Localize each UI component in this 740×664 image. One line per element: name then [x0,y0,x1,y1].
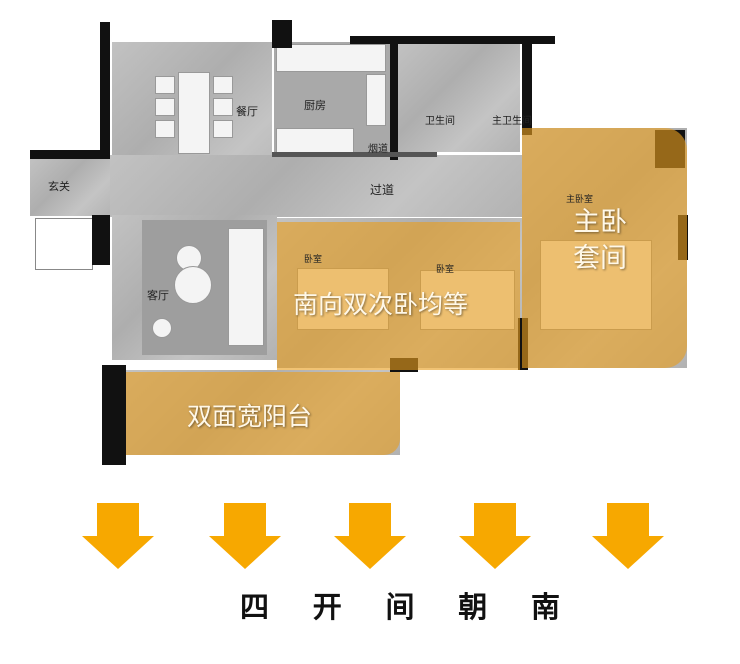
caption: 四 开 间 朝 南 [240,584,560,626]
balcony-highlight [126,372,400,455]
entrance-cabinet [35,218,93,270]
wall [102,365,126,465]
dining-chair [155,120,175,138]
kitchen-counter [276,128,354,154]
room-label-living-room: 客厅 [147,289,169,302]
sofa [228,228,264,346]
wall [272,152,437,157]
caption-char: 南 [530,590,560,624]
caption-char: 四 [240,590,270,624]
room-label-flue: 烟道 [368,144,388,155]
wall [100,22,110,157]
kitchen-counter [276,44,386,72]
room-label-master-bedroom: 主卧室 [566,195,594,205]
master-suite-highlight [522,128,687,368]
wall [92,215,110,265]
dining-chair [213,120,233,138]
dining-chair [213,76,233,94]
dining-chair [213,98,233,116]
secondary-bedrooms-highlight [277,222,520,370]
arrow-down-icon [82,503,154,569]
dining-chair [155,98,175,116]
arrow-down-icon [334,503,406,569]
room-label-kitchen: 厨房 [304,99,326,112]
arrow-down-icon [209,503,281,569]
dining-chair [155,76,175,94]
entrance-area [30,158,115,216]
wall [30,150,110,159]
room-label-bathroom: 卫生间 [425,116,455,127]
wall [350,36,555,44]
armchair [152,318,172,338]
wall [272,20,292,48]
caption-char: 间 [385,590,415,624]
arrow-down-icon [459,503,531,569]
wall [390,40,398,160]
corridor-area [110,155,525,217]
secondary-bedrooms-label: 南向双次卧均等 [293,290,469,319]
room-label-bedroom-2: 卧室 [436,265,455,275]
dining-table [178,72,210,154]
caption-char: 开 [312,590,342,624]
bathroom-area [398,42,520,152]
arrow-down-icon [592,503,664,569]
master-suite-label-line1: 主卧 [573,207,627,238]
caption-char: 朝 [458,590,488,624]
room-label-corridor: 过道 [370,183,395,197]
room-label-dining: 餐厅 [236,105,258,118]
coffee-table [174,266,212,304]
master-suite-label-line2: 套间 [573,243,627,274]
balcony-label: 双面宽阳台 [187,402,313,431]
room-label-entrance: 玄关 [48,180,70,193]
room-label-bedroom-1: 卧室 [304,255,323,265]
wall [522,40,532,135]
stove [366,74,386,126]
room-label-master-bathroom: 主卫生间 [492,116,532,127]
